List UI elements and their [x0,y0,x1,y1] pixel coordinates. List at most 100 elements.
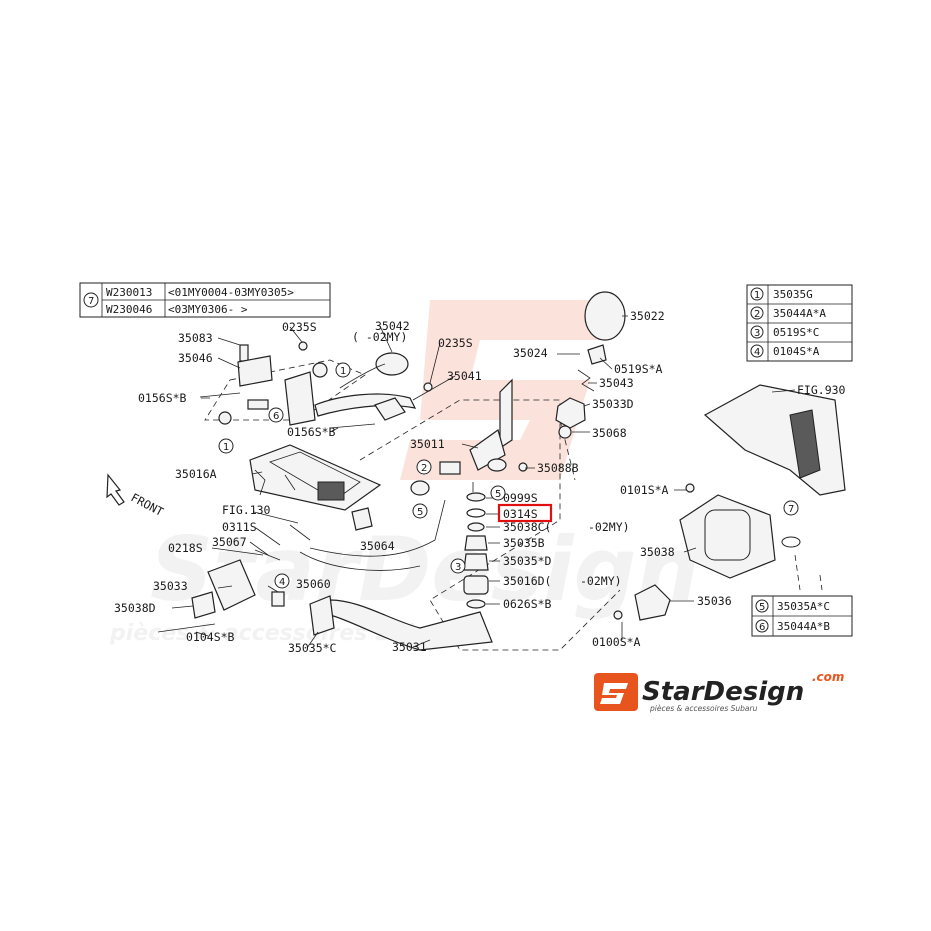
part-35038d [191,591,216,619]
bolt-4 [271,591,285,607]
bushing-1 [218,411,232,425]
callout-5a [490,485,506,501]
label-35041: 35041 [447,369,482,383]
callouts: 1 1 6 2 5 5 3 4 7 [218,362,799,589]
label-35038c: 35038C( [503,520,551,534]
callout-3-text: 3 [455,562,461,573]
nut-0235s-a [298,341,308,351]
washer-0999s [466,492,486,502]
callout-2-text: 2 [421,463,427,474]
label-0156sb-b: 0156S*B [287,425,336,439]
legend-part-2: 35044A*A [773,307,826,320]
brand-logo: StarDesign .com pièces & accessoires Sub… [594,670,844,713]
bushing-35035c [309,595,335,636]
label-35043: 35043 [599,376,634,390]
shift-knob-35022 [584,291,626,341]
callout-1b-text: 1 [223,442,229,453]
variant-range-1: <01MY0004-03MY0305> [168,286,294,299]
label-0314s: 0314S [503,507,538,521]
label-35035b: 35035B [503,536,545,550]
bracket-35033 [207,559,256,611]
label-0100sa: 0100S*A [592,635,641,649]
legend-key-2: 2 [754,309,760,320]
housing-opening [317,481,345,501]
washer-stack [463,492,489,609]
label-35035c: 35035*C [288,641,337,655]
pivot-5 [487,458,507,472]
label-0235s-a: 0235S [282,320,317,334]
console-fig930 [703,384,846,496]
callout-4 [274,573,290,589]
part-35035b [464,535,488,551]
label-35016a: 35016A [175,467,217,481]
label-02my-a: ( -02MY) [352,330,407,344]
linkage-outline [359,399,621,651]
part-35046 [237,355,273,387]
boot-35033d [555,397,586,429]
variant-key-circle [83,292,99,308]
highlight-box-0314s [497,503,553,523]
callout-3 [450,558,466,574]
label-35036: 35036 [697,594,732,608]
legend-key-6: 6 [759,622,765,633]
callout-6-text: 6 [273,411,279,422]
label-35042: 35042 [375,319,410,333]
part-35011 [469,429,506,471]
bolts-0156s [199,392,376,429]
label-02my-c: -02MY) [580,574,622,588]
callout-7 [783,500,799,516]
legend-part-6: 35044A*B [777,620,830,633]
label-35046: 35046 [178,351,213,365]
front-arrow-icon [106,473,125,506]
label-35011: 35011 [410,437,445,451]
legend-part-3: 0519S*C [773,326,819,339]
shift-rod-top [499,378,513,450]
label-35035d: 35035*D [503,554,552,568]
bolt-0104sb [157,623,216,633]
label-0626sb: 0626S*B [503,597,552,611]
plate-35038 [679,494,776,579]
label-0104sb: 0104S*B [186,630,235,644]
brand-tagline: pièces & accessoires Subaru [649,704,758,713]
bushing-left [312,362,328,378]
front-label: FRONT [129,490,166,519]
label-02my-b: -02MY) [588,520,630,534]
callout-1b [218,438,234,454]
callout-5a-text: 5 [495,489,501,500]
label-fig130: FIG.130 [222,503,271,517]
part-labels: 35083 35046 0235S 35042 ( -02MY) 0235S 3… [114,309,846,655]
shifter [410,291,626,496]
bolt-0101sa [685,483,695,493]
label-35033d: 35033D [592,397,634,411]
label-35024: 35024 [513,346,548,360]
right-outline [794,554,823,591]
part-35042 [375,352,409,376]
legend-table-bottom: 5 6 35035A*C 35044A*B [751,595,853,637]
variant-range-2: <03MY0306- > [168,303,248,316]
plate-opening [704,509,751,561]
label-0218s: 0218S [168,541,203,555]
variant-key: 7 [88,296,94,307]
legend-part-5: 35035A*C [777,600,830,613]
label-0235s-b: 0235S [438,336,473,350]
label-35038: 35038 [640,545,675,559]
legend-part-4: 0104S*A [773,345,820,358]
callout-6 [268,407,284,423]
legend-table-top: 1 2 3 4 35035G 35044A*A 0519S*C 0104S*A [746,284,853,362]
part-7-grommet [781,536,801,548]
clip-35064 [351,507,373,531]
legend-part-1: 35035G [773,288,813,301]
variant-code-1: W230013 [106,286,152,299]
bushing-2 [439,461,461,475]
brand-tld: .com [812,670,844,684]
label-35067: 35067 [212,535,247,549]
bracket-body [284,371,316,426]
label-35016d: 35016D( [503,574,551,588]
part-35016a [249,444,382,511]
bracket-outline [204,359,366,421]
legend-key-3: 3 [754,328,760,339]
label-35033: 35033 [153,579,188,593]
variant-code-2: W230046 [106,303,152,316]
